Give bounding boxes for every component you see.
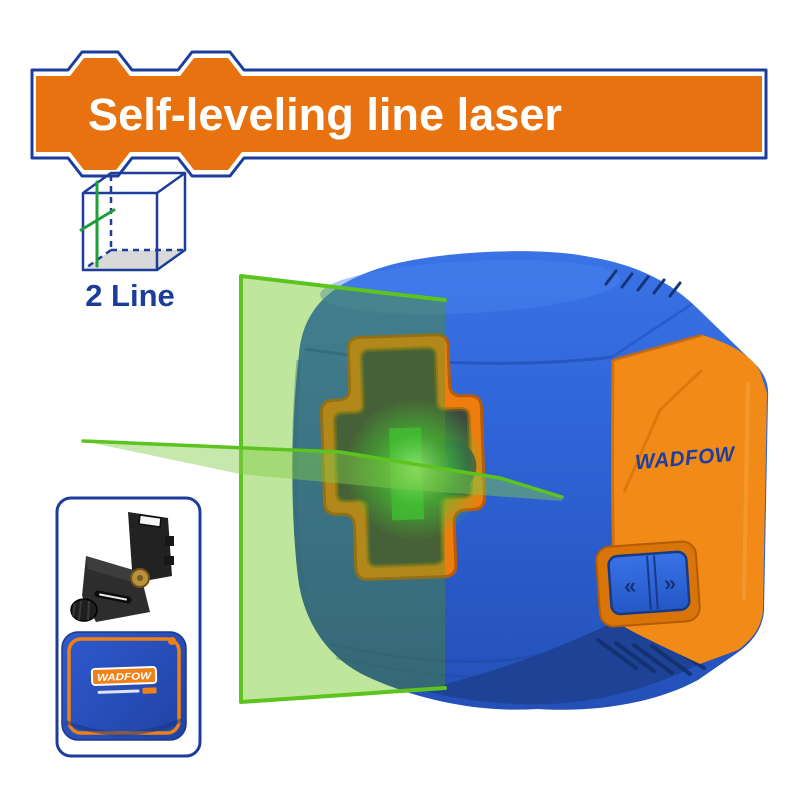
top-vents-icon: [604, 269, 682, 298]
header-banner: Self-leveling line laser: [30, 50, 768, 178]
carry-case-image: WADFOW: [61, 631, 187, 741]
panel-right-highlight: [742, 381, 750, 601]
accessories-card: WADFOW: [55, 496, 202, 758]
case-badge-plate: [90, 665, 158, 687]
chevron-left-icon: «: [623, 573, 637, 599]
vertical-laser-plane-tint: [241, 276, 445, 702]
case-info-line: [97, 689, 140, 694]
case-body: [61, 631, 187, 741]
horizontal-laser-beam: [83, 441, 562, 501]
bracket-knurled-knob: [70, 598, 98, 622]
cube-icon: [79, 171, 187, 272]
case-zipper-pull-icon: [168, 637, 176, 645]
bracket-brass-center: [137, 575, 143, 581]
banner-title: Self-leveling line laser: [88, 89, 562, 140]
horizontal-beam-line: [81, 439, 564, 499]
vertical-plane-border: [239, 274, 447, 704]
bracket-side-tab: [165, 536, 174, 546]
bracket-keyhole-slot: [138, 514, 162, 528]
case-bottom-shade: [65, 718, 183, 736]
case-brand-label: WADFOW: [97, 671, 153, 684]
panel-sculpt-line: [622, 368, 704, 493]
corner-crease: [611, 302, 693, 359]
bracket-knob-ridges: [72, 600, 90, 621]
two-line-feature: 2 Line: [79, 171, 187, 313]
banner-band: [36, 58, 762, 170]
chevron-right-icon: »: [663, 570, 677, 596]
case-info-chip: [142, 687, 157, 694]
vertical-laser-plane: [241, 276, 445, 702]
laser-cross-lines: [79, 180, 116, 268]
cube-bottom-face: [83, 250, 185, 270]
power-switch: ON « »: [595, 540, 701, 628]
bracket-back-plate: [128, 512, 172, 580]
feature-label: 2 Line: [85, 278, 175, 313]
bracket-side-tab: [164, 556, 174, 565]
magnetic-bracket-image: [70, 512, 174, 622]
case-brand-badge: WADFOW: [90, 665, 158, 694]
bracket-foot-slot-light: [99, 593, 127, 601]
bracket-arm-top: [86, 556, 142, 585]
panel-top-shade: [612, 333, 703, 362]
switch-groove: [646, 555, 659, 610]
